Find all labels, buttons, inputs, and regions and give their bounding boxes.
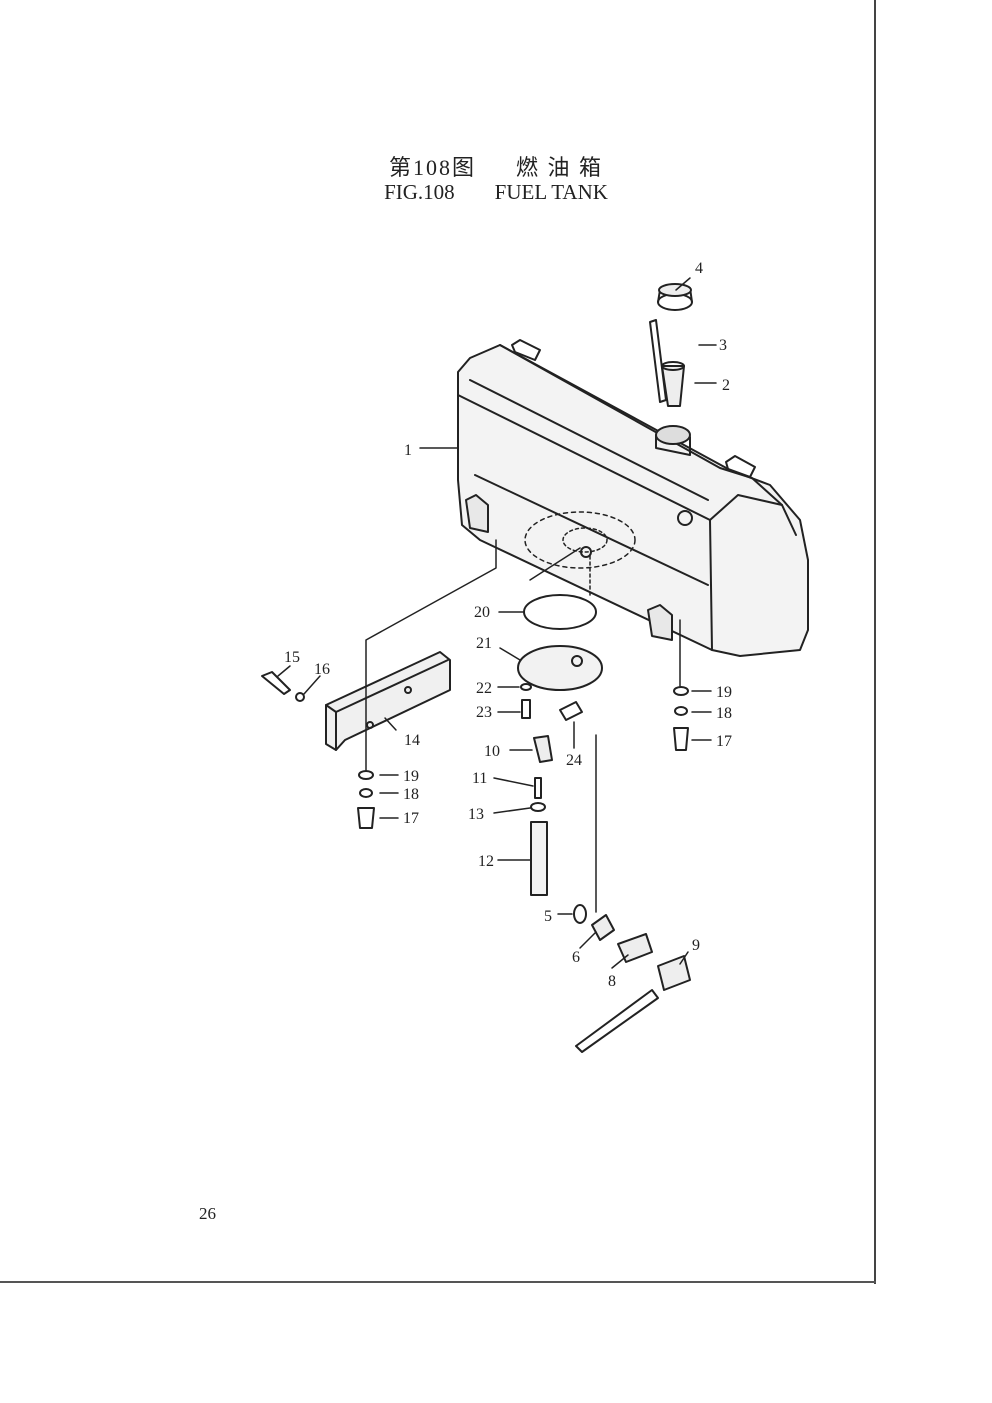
nipple-11: [534, 777, 542, 799]
bolt-17-left: [357, 807, 375, 829]
figure-name-en: FUEL TANK: [494, 180, 608, 204]
callout-22: 22: [476, 680, 492, 697]
level-gauge-rod: [649, 319, 667, 403]
connector-6: [591, 914, 615, 941]
tee-fitting-8: [617, 933, 653, 963]
tee-fitting-10: [533, 735, 553, 763]
fitting-24: [559, 701, 583, 721]
callout-10: 10: [484, 743, 500, 760]
callout-13: 13: [468, 806, 484, 823]
lock-washer-18-left: [359, 788, 373, 798]
callout-18-left: 18: [403, 786, 419, 803]
callout-17-right: 17: [716, 733, 732, 750]
washer-19-right: [673, 686, 689, 696]
callout-21: 21: [476, 635, 492, 652]
callout-18-right: 18: [716, 705, 732, 722]
screw-23: [521, 699, 531, 719]
figure-title-english: FIG.108 FUEL TANK: [0, 180, 992, 205]
washer-19-left: [358, 770, 374, 780]
callout-16: 16: [314, 661, 330, 678]
callout-9: 9: [692, 937, 700, 954]
bolt-15: [261, 671, 291, 695]
figure-name-cn: 燃 油 箱: [516, 155, 604, 180]
callout-19-right: 19: [716, 684, 732, 701]
figure-title-chinese: 第108图 燃 油 箱: [0, 150, 992, 182]
callout-5: 5: [544, 908, 552, 925]
callout-4: 4: [695, 260, 703, 277]
fuel-strainer: [661, 361, 685, 407]
callout-19-left: 19: [403, 768, 419, 785]
page-number: 26: [199, 1204, 216, 1223]
lock-washer-18-right: [674, 706, 688, 716]
callout-11: 11: [472, 770, 487, 787]
callout-20: 20: [474, 604, 490, 621]
callout-14: 14: [404, 732, 420, 749]
callout-24: 24: [566, 752, 582, 769]
valve-9: [657, 955, 691, 991]
callout-8: 8: [608, 973, 616, 990]
fuel-pipe: [575, 989, 659, 1053]
figure-number-en: FIG.108: [384, 180, 455, 204]
figure-number-cn: 第108图: [388, 155, 476, 180]
page-edge-right: [874, 0, 876, 1284]
fuel-cap: [657, 283, 693, 311]
callout-15: 15: [284, 649, 300, 666]
washer-16: [295, 692, 305, 702]
callout-23: 23: [476, 704, 492, 721]
clamp-13: [530, 802, 546, 812]
callout-6: 6: [572, 949, 580, 966]
bolt-17-right: [673, 727, 689, 751]
suction-tube-12: [530, 821, 548, 896]
page-edge-bottom: [0, 1281, 876, 1283]
o-ring-20: [523, 594, 597, 630]
sender-plate-21: [517, 645, 603, 691]
callout-3: 3: [719, 337, 727, 354]
fuel-tank-body: [457, 339, 809, 657]
callout-labels: 1 2 3 4 5 6 8 9 10 11 12 13 14 15 16 17 …: [284, 260, 732, 990]
o-ring-5: [573, 904, 587, 924]
callout-12: 12: [478, 853, 494, 870]
mounting-bracket: [325, 651, 451, 751]
callout-17-left: 17: [403, 810, 419, 827]
washer-22: [520, 683, 532, 691]
callout-1: 1: [404, 442, 412, 459]
callout-2: 2: [722, 377, 730, 394]
